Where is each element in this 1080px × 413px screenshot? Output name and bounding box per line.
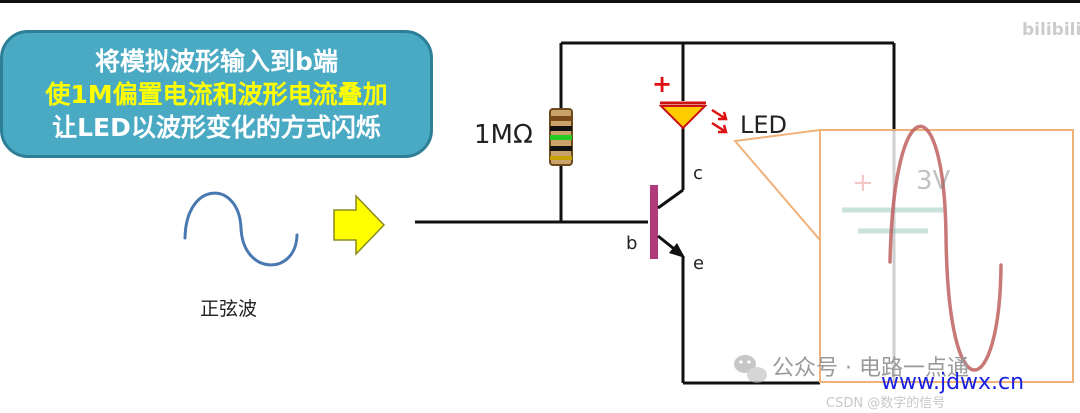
zoomed-sine-wave: [888, 124, 1003, 372]
circuit-wires: [415, 41, 896, 385]
led: [658, 101, 708, 130]
base-label: b: [626, 233, 638, 254]
caption-box: 将模拟波形输入到b端 使1M偏置电流和波形电流叠加 让LED以波形变化的方式闪烁: [0, 30, 433, 158]
bilibili-watermark: bilibili: [1022, 20, 1080, 40]
site-watermark: www.jdwx.cn: [881, 370, 1025, 395]
led-light-rays: [711, 108, 728, 134]
battery-voltage-label: 3V: [916, 166, 951, 196]
wechat-icon: [734, 355, 767, 383]
sine-wave-label: 正弦波: [200, 298, 258, 320]
zoom-callout: [733, 128, 1074, 383]
caption-line-3: 让LED以波形变化的方式闪烁: [52, 112, 381, 142]
led-label: LED: [740, 111, 788, 139]
wechat-watermark: 公众号 · 电路一点通: [772, 356, 969, 381]
caption-line-2: 使1M偏置电流和波形电流叠加: [45, 79, 388, 109]
collector-label: c: [693, 163, 703, 184]
emitter-label: e: [693, 253, 705, 274]
resistor: [549, 108, 573, 166]
battery-plus-sign: +: [852, 168, 874, 198]
top-border: [0, 0, 1080, 3]
transistor: [650, 185, 685, 259]
led-plus-sign: +: [652, 70, 673, 98]
resistor-label: 1MΩ: [474, 120, 533, 150]
sine-wave: [183, 191, 299, 267]
emitter-arrow: [669, 243, 685, 258]
caption-line-1: 将模拟波形输入到b端: [95, 46, 338, 76]
input-arrow: [333, 194, 386, 256]
csdn-watermark: CSDN @数字的信号: [826, 396, 946, 411]
